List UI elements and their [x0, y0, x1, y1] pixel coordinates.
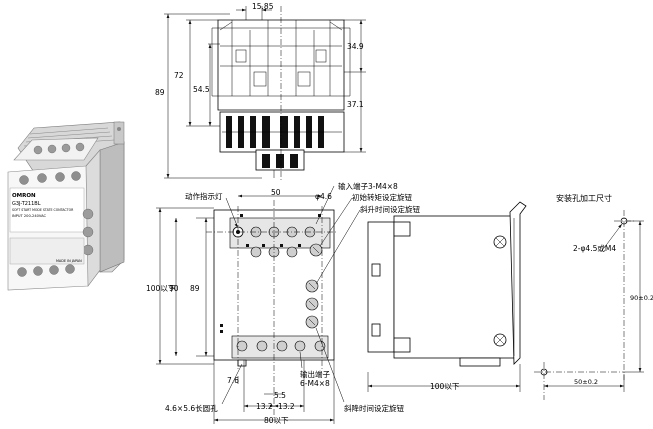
- label-output-terminal-spec: 6-M4×8: [300, 379, 330, 388]
- label-ramp-down-knob: 斜降时间设定旋钮: [344, 403, 404, 413]
- label-phi-4-6: φ4.6: [315, 192, 332, 201]
- label-input-terminal: 输入端子3-M4×8: [338, 181, 398, 191]
- dim-72: 72: [174, 71, 184, 80]
- front-view: 50 φ4.6 100以下 90 89 7.6 5.5 13.2 13.2 80…: [146, 181, 420, 425]
- product-photo: OMRON G3J-T211BL SOFT START MODE STATE C…: [7, 121, 125, 291]
- dim-37-1: 37.1: [347, 100, 364, 109]
- top-view: 15.85 34.9 37.1 72 54.5 89: [155, 2, 366, 180]
- dim-80-max: 80以下: [264, 416, 289, 425]
- dim-13-2-right: 13.2: [278, 402, 295, 411]
- dim-89-front: 89: [190, 284, 200, 293]
- label-mount-holes: 2-φ4.5或M4: [573, 243, 616, 253]
- mounting-hole-view: 安装孔加工尺寸 90±0.2 50±0.2 2-φ4.5或M4: [534, 193, 653, 400]
- dim-54-5: 54.5: [193, 85, 210, 94]
- dim-15-85: 15.85: [252, 2, 274, 11]
- dim-90: 90: [169, 284, 179, 293]
- dim-34-9: 34.9: [347, 42, 364, 51]
- photo-line2: INPUT 200-240VAC: [12, 214, 47, 218]
- dim-50: 50: [271, 188, 281, 197]
- photo-model: G3J-T211BL: [12, 201, 41, 207]
- label-output-terminal: 输出端子: [300, 369, 330, 379]
- dim-mount-50: 50±0.2: [574, 378, 598, 386]
- dim-7-6: 7.6: [227, 376, 239, 385]
- label-ramp-up-knob: 斜升时间设定旋钮: [360, 204, 420, 214]
- dim-side-100-max: 100以下: [430, 382, 460, 391]
- photo-brand: OMRON: [12, 193, 36, 199]
- dim-100-max: 100以下: [146, 284, 176, 293]
- dim-mount-90: 90±0.2: [630, 294, 653, 302]
- dim-89: 89: [155, 88, 165, 97]
- dim-13-2-left: 13.2: [256, 402, 273, 411]
- dim-5-5: 5.5: [274, 391, 286, 400]
- label-oblong-hole: 4.6×5.6长圆孔: [165, 403, 218, 413]
- photo-line1: SOFT START MODE STATE CONTACTOR: [12, 208, 74, 212]
- label-initial-torque-knob: 初始转矩设定旋钮: [352, 192, 412, 202]
- side-view: 100以下: [367, 201, 527, 392]
- label-op-indicator: 动作指示灯: [185, 191, 223, 201]
- mounting-title: 安装孔加工尺寸: [556, 193, 612, 203]
- photo-line3: MADE IN JAPAN: [56, 259, 82, 263]
